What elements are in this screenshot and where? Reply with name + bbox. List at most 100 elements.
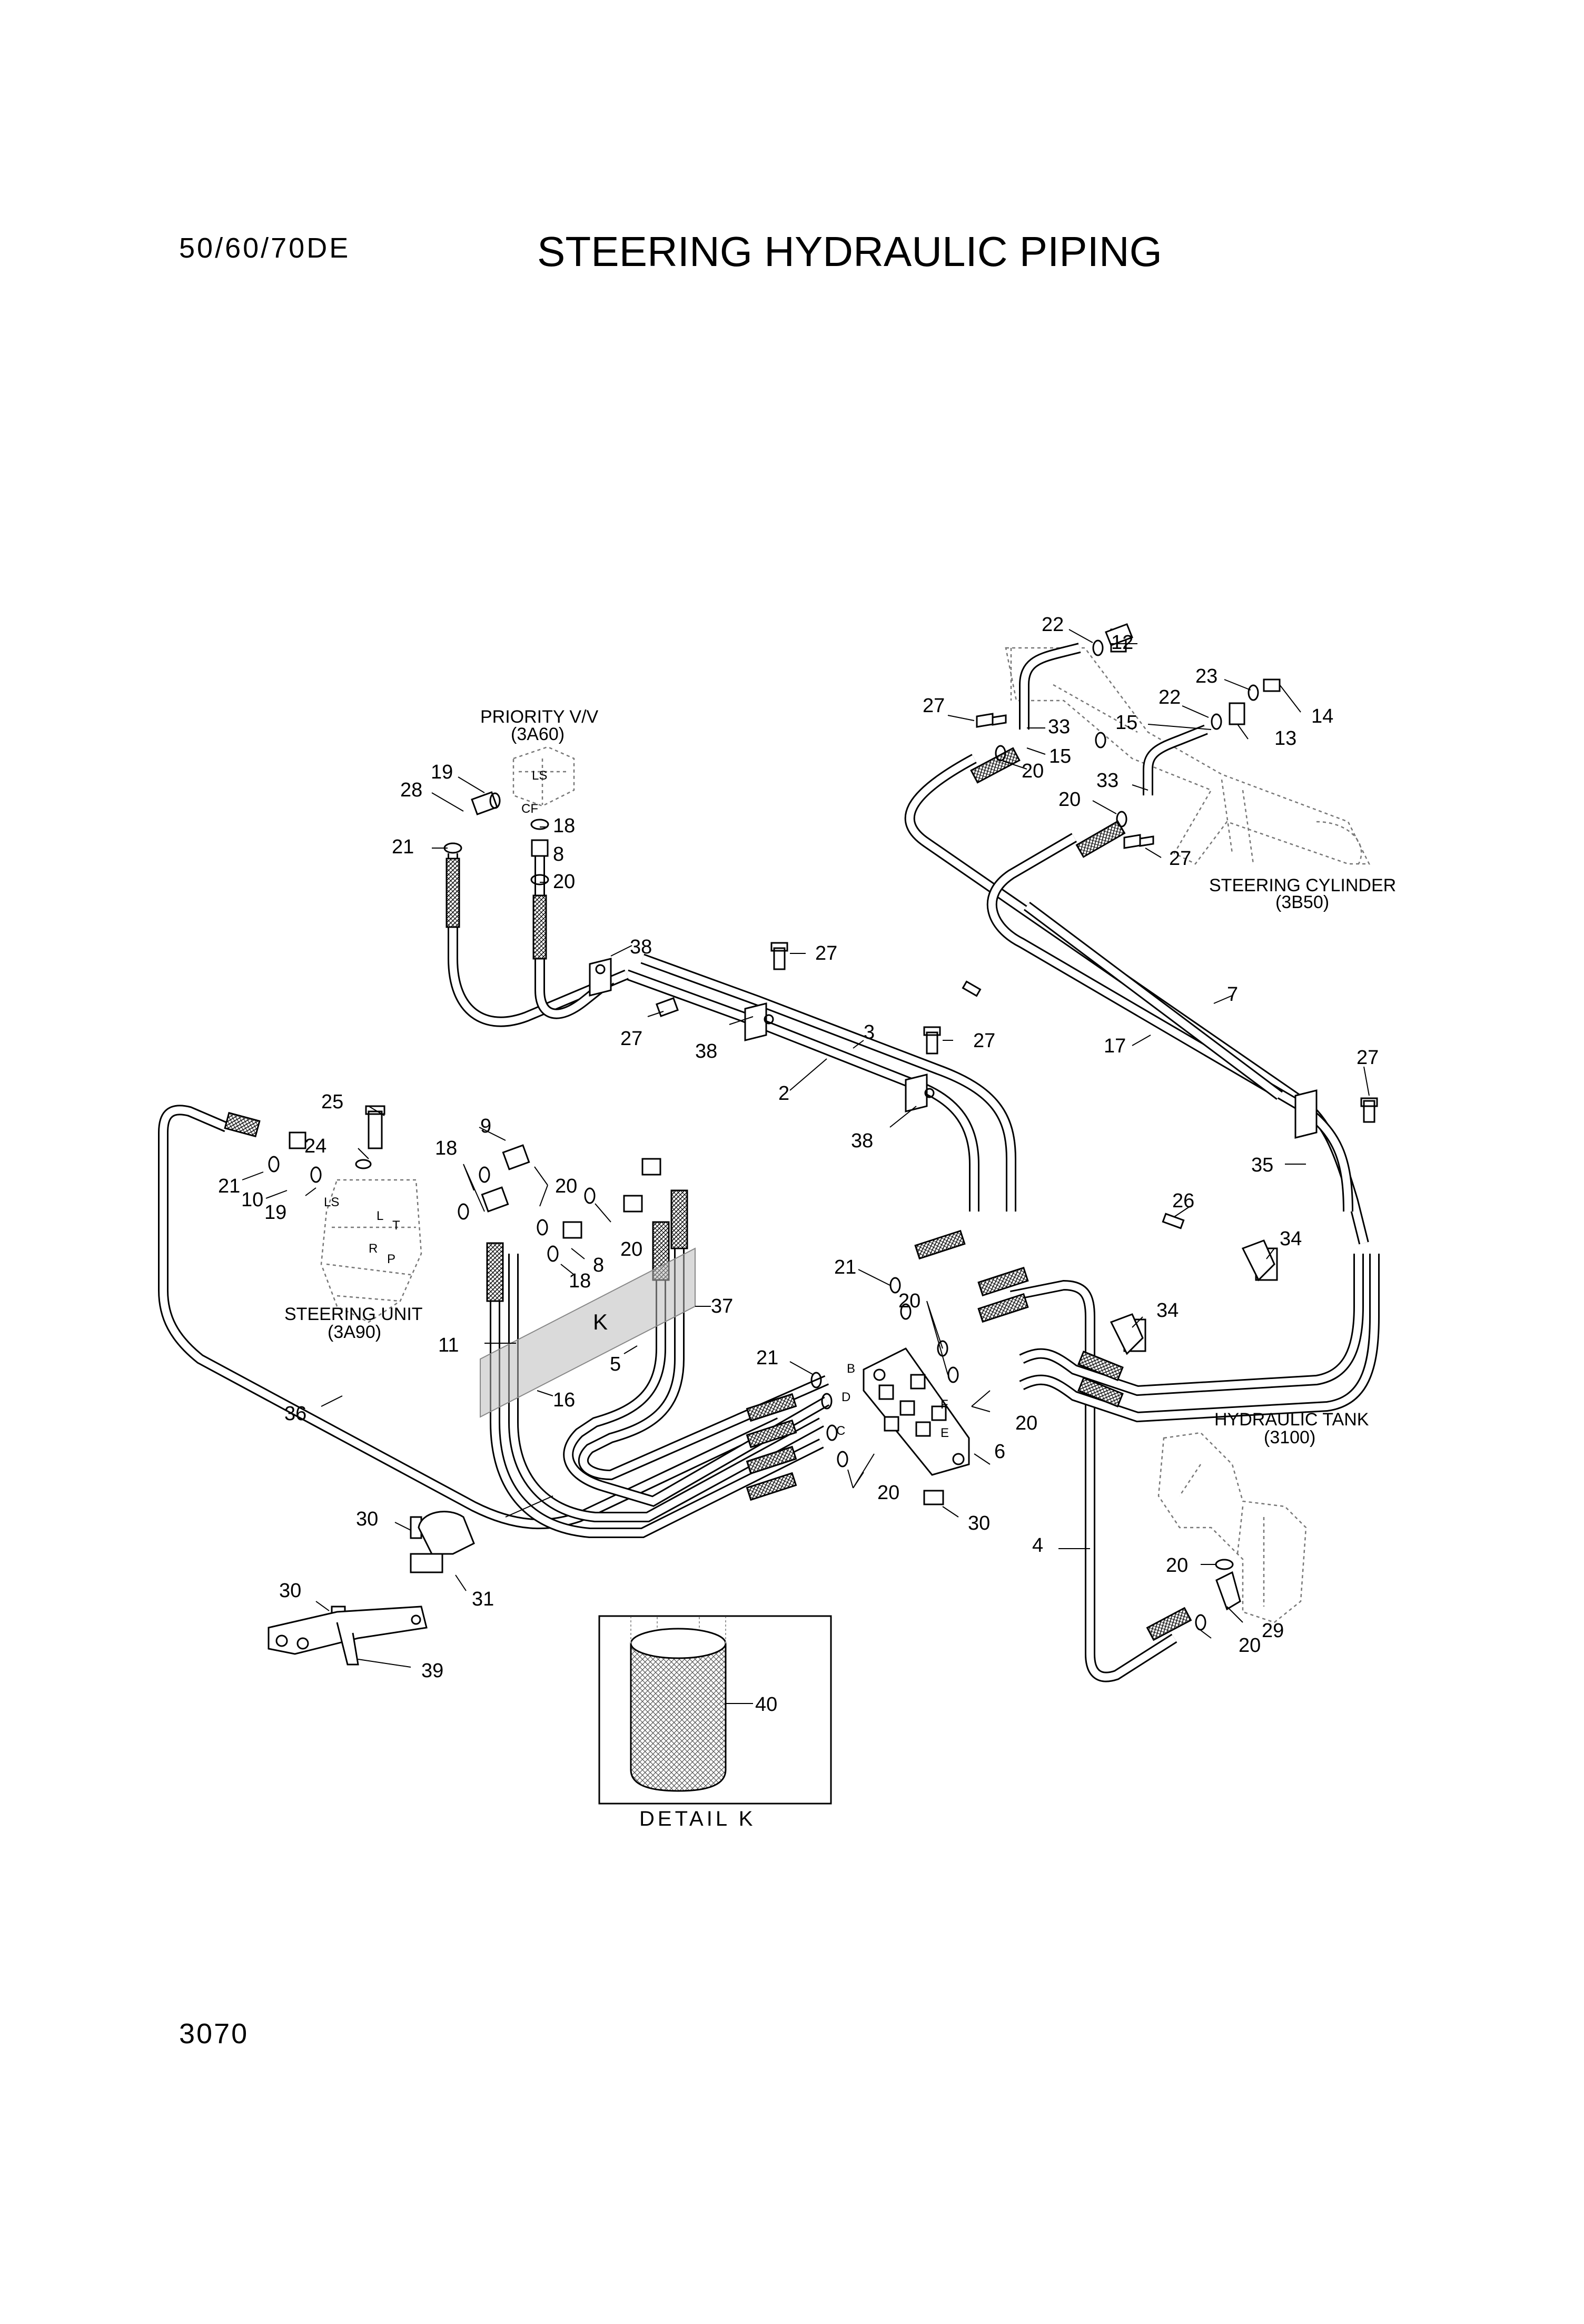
manifold-port-e: E <box>940 1426 949 1440</box>
callout-27e: 27 <box>973 1030 995 1052</box>
callout-22: 22 <box>1042 614 1064 636</box>
callout-20h: 20 <box>877 1482 899 1504</box>
manifold-port-f: F <box>940 1397 948 1412</box>
priority-valve-body <box>512 746 575 807</box>
callout-14: 14 <box>1311 705 1333 727</box>
hydraulic-tank-label: HYDRAULIC TANK <box>1214 1410 1369 1430</box>
hydraulic-tank-ref: (3100) <box>1264 1427 1315 1447</box>
bolts <box>331 713 1378 1623</box>
steering-cylinder-outline <box>1005 647 1371 865</box>
callout-2: 2 <box>778 1082 789 1105</box>
callout-38b: 38 <box>695 1040 717 1062</box>
tank-return-hose-4 <box>1010 1279 1177 1682</box>
su-port-ls: LS <box>324 1195 339 1209</box>
cylinder-tube-15 <box>1019 643 1208 795</box>
callout-40: 40 <box>755 1693 777 1716</box>
steering-cylinder-ref: (3B50) <box>1275 892 1329 912</box>
callout-20a: 20 <box>1022 760 1044 782</box>
manifold-port-b: B <box>847 1362 855 1376</box>
callout-20j: 20 <box>1239 1634 1261 1657</box>
callout-20f: 20 <box>898 1290 920 1312</box>
section-marker-k: K <box>593 1309 608 1334</box>
callout-21c: 21 <box>834 1256 856 1278</box>
steering-cylinder-label: STEERING CYLINDER <box>1209 875 1396 895</box>
clamp-31 <box>410 1511 475 1573</box>
callout-20d: 20 <box>555 1175 577 1197</box>
manifold-port-c: C <box>836 1424 845 1438</box>
callout-27c: 27 <box>620 1028 642 1050</box>
callout-4: 4 <box>1032 1534 1043 1557</box>
clamp-38 <box>589 958 935 1112</box>
callout-19: 19 <box>431 761 453 783</box>
callout-25: 25 <box>321 1091 343 1113</box>
callout-20e: 20 <box>620 1238 642 1261</box>
steering-unit-label: STEERING UNIT <box>284 1304 423 1324</box>
callout-11: 11 <box>438 1334 459 1356</box>
detail-k-box <box>598 1615 832 1805</box>
callout-leaders <box>242 629 1370 1668</box>
callout-30b: 30 <box>356 1508 378 1530</box>
priority-port-ls: LS <box>532 769 547 783</box>
callout-34: 34 <box>1280 1228 1302 1250</box>
callout-30c: 30 <box>279 1580 301 1602</box>
su-port-l: L <box>377 1209 383 1223</box>
callout-21d: 21 <box>756 1347 778 1369</box>
callout-38c: 38 <box>851 1130 873 1152</box>
manifold-port-d: D <box>841 1390 850 1404</box>
su-port-t: T <box>392 1218 400 1233</box>
o-rings <box>268 639 1259 1631</box>
callout-13: 13 <box>1274 727 1296 750</box>
callout-5: 5 <box>610 1353 621 1375</box>
callout-27a: 27 <box>923 695 945 717</box>
priority-valve-ref: (3A60) <box>511 724 565 744</box>
callout-7: 7 <box>1227 983 1238 1006</box>
clamp-35 <box>1294 1089 1318 1139</box>
callout-20g: 20 <box>1015 1412 1037 1434</box>
steering-unit-ref: (3A90) <box>328 1322 381 1342</box>
priority-port-cf: CF <box>521 802 538 816</box>
callout-26: 26 <box>1172 1190 1194 1212</box>
page-title: STEERING HYDRAULIC PIPING <box>537 228 1162 275</box>
callout-8b: 8 <box>593 1254 604 1276</box>
hose-crimp-fittings <box>224 747 1192 1641</box>
callout-15: 15 <box>1115 712 1137 734</box>
callout-36: 36 <box>284 1403 306 1425</box>
manifold-block-6 <box>863 1347 970 1476</box>
callout-39: 39 <box>421 1660 443 1682</box>
steering-unit-body <box>320 1179 422 1323</box>
callout-33b: 33 <box>1096 770 1118 792</box>
callout-19b: 19 <box>264 1202 286 1224</box>
fittings-group <box>289 623 1281 1611</box>
callout-18c: 18 <box>569 1270 591 1292</box>
callout-22b: 22 <box>1159 686 1181 708</box>
callout-9: 9 <box>480 1115 491 1137</box>
callout-8: 8 <box>553 843 564 865</box>
su-port-p: P <box>387 1252 395 1266</box>
su-port-r: R <box>369 1242 378 1256</box>
cylinder-return-hoses-7-17 <box>904 754 1369 1245</box>
callout-20c: 20 <box>553 871 575 893</box>
callout-15b: 15 <box>1049 745 1071 767</box>
callout-21: 21 <box>392 836 414 858</box>
callout-29: 29 <box>1262 1620 1284 1642</box>
model-code: 50/60/70DE <box>179 232 351 264</box>
callout-37: 37 <box>711 1295 733 1317</box>
callout-3: 3 <box>864 1021 875 1043</box>
callout-31: 31 <box>472 1588 494 1610</box>
callout-28: 28 <box>400 779 422 801</box>
callout-20i: 20 <box>1166 1554 1188 1577</box>
priority-valve-label: PRIORITY V/V <box>480 707 599 727</box>
callout-numbers: 22 12 23 22 14 13 15 27 33 20 15 33 20 2… <box>218 614 1379 1682</box>
callout-33: 33 <box>1048 716 1070 738</box>
page-number: 3070 <box>179 2018 249 2050</box>
callout-17: 17 <box>1104 1035 1126 1057</box>
hose-assembly-3-2 <box>625 953 1016 1212</box>
callout-27b: 27 <box>1169 848 1191 870</box>
callout-30a: 30 <box>968 1512 990 1534</box>
callout-21b: 21 <box>218 1175 240 1197</box>
manifold-to-cylinder-hoses <box>1019 1254 1380 1423</box>
callout-18b: 18 <box>435 1137 457 1159</box>
callout-18: 18 <box>553 815 575 837</box>
